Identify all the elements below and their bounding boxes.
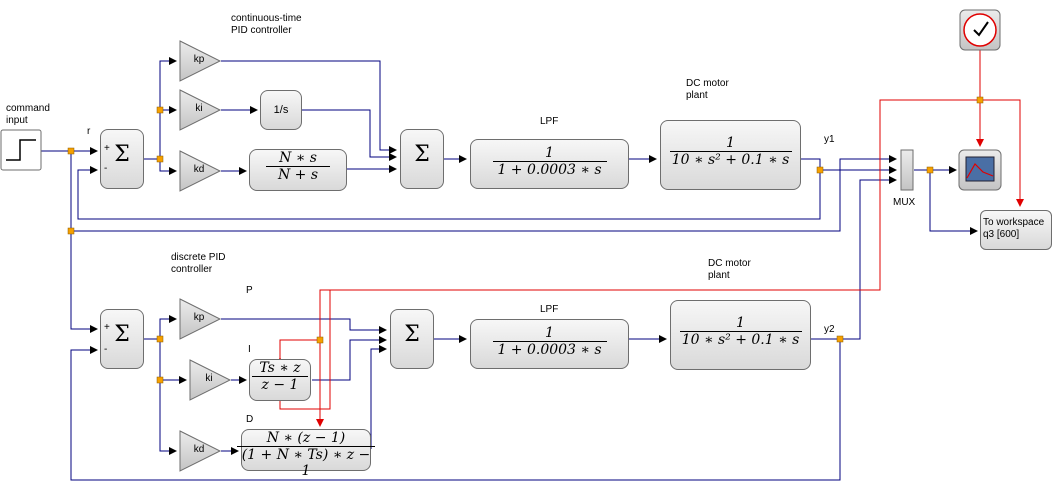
gain-ki-bottom-text: ki xyxy=(205,373,213,384)
gain-kd-top[interactable] xyxy=(179,150,222,192)
discrete-derivative-block[interactable] xyxy=(241,429,371,471)
lpf-bottom-label: LPF xyxy=(540,304,559,315)
sum-block-top-pid[interactable] xyxy=(400,129,444,189)
command-input-label: command input xyxy=(6,103,50,126)
continuous-pid-title: continuous-time PID controller xyxy=(231,13,302,36)
discrete-integrator-block[interactable] xyxy=(249,359,311,401)
lpf-numerator: 1 xyxy=(545,145,554,161)
minus-sign: - xyxy=(104,344,108,355)
derivative-denominator: N + s xyxy=(266,166,330,183)
scope-icon xyxy=(966,163,994,179)
sum-symbol: Σ xyxy=(404,322,420,347)
integrator-block[interactable] xyxy=(260,90,302,130)
lpf-numerator: 1 xyxy=(545,325,554,341)
clock-icon xyxy=(973,21,989,37)
to-workspace-block[interactable] xyxy=(980,210,1052,250)
plant-numerator: 1 xyxy=(726,135,735,151)
step-block[interactable] xyxy=(0,129,42,171)
derivative-block[interactable] xyxy=(249,149,347,191)
discrete-derivative-tf: N ∗ (z − 1) (1 + N ∗ Ts) ∗ z − 1 xyxy=(236,430,376,479)
d-label: D xyxy=(246,414,254,425)
plus-sign: + xyxy=(104,143,110,154)
dc-motor-top-label: DC motor plant xyxy=(686,78,729,101)
sum-symbol: Σ xyxy=(114,322,130,347)
y1-label: y1 xyxy=(824,134,835,145)
lpf-top-label: LPF xyxy=(540,116,559,127)
gain-kp-bottom[interactable] xyxy=(179,298,222,340)
lpf-denominator: 1 + 0.0003 ∗ s xyxy=(492,341,607,358)
split-points xyxy=(67,96,984,384)
plant-tf-top: 1 10 ∗ s² + 0.1 ∗ s xyxy=(660,135,801,168)
gain-triangles xyxy=(179,40,232,472)
gain-kp-top[interactable] xyxy=(179,40,222,82)
minus-sign: - xyxy=(104,163,108,174)
r-label: r xyxy=(87,126,91,137)
discrete-derivative-denominator: (1 + N ∗ Ts) ∗ z − 1 xyxy=(237,446,375,479)
plant-tf-bottom: 1 10 ∗ s² + 0.1 ∗ s xyxy=(670,315,811,348)
discrete-integrator-tf: Ts ∗ z z − 1 xyxy=(249,360,311,393)
mux-label: MUX xyxy=(893,197,916,208)
gain-ki-top-text: ki xyxy=(195,103,203,114)
lpf-tf-top: 1 1 + 0.0003 ∗ s xyxy=(470,145,629,178)
plant-denominator: 10 ∗ s² + 0.1 ∗ s xyxy=(679,331,802,348)
to-workspace-text: To workspace q3 [600] xyxy=(983,217,1045,240)
integrator-text: 1/s xyxy=(273,104,289,116)
gain-kd-bottom[interactable] xyxy=(179,430,222,472)
clock-block[interactable] xyxy=(959,9,1001,51)
dc-motor-block-top[interactable] xyxy=(660,120,801,190)
discrete-integrator-numerator: Ts ∗ z xyxy=(259,360,301,376)
discrete-pid-title: discrete PID controller xyxy=(171,252,226,275)
sum-block-bottom-error[interactable] xyxy=(100,309,144,369)
gain-ki-bottom[interactable] xyxy=(189,359,232,401)
dc-motor-bottom-label: DC motor plant xyxy=(708,258,751,281)
y2-label: y2 xyxy=(824,324,835,335)
derivative-numerator: N ∗ s xyxy=(279,150,317,166)
sum-symbol: Σ xyxy=(114,142,130,167)
discrete-integrator-denominator: z − 1 xyxy=(252,376,308,393)
scope-block[interactable] xyxy=(958,149,1002,191)
lpf-denominator: 1 + 0.0003 ∗ s xyxy=(492,161,607,178)
discrete-derivative-numerator: N ∗ (z − 1) xyxy=(266,430,346,446)
mux-block[interactable] xyxy=(900,149,914,191)
sum-block-bottom-pid[interactable] xyxy=(390,309,434,369)
event-links xyxy=(276,49,1024,427)
p-label: P xyxy=(246,285,253,296)
lpf-tf-bottom: 1 1 + 0.0003 ∗ s xyxy=(470,325,629,358)
gain-kp-bottom-text: kp xyxy=(193,312,205,323)
gain-ki-top[interactable] xyxy=(179,89,222,131)
gain-kd-top-text: kd xyxy=(193,164,205,175)
plus-sign: + xyxy=(104,322,110,333)
signal-links xyxy=(41,57,978,481)
plant-denominator: 10 ∗ s² + 0.1 ∗ s xyxy=(669,151,792,168)
gain-kp-top-text: kp xyxy=(193,54,205,65)
lpf-block-top[interactable] xyxy=(470,139,629,189)
sum-block-top-error[interactable] xyxy=(100,129,144,189)
gain-kd-bottom-text: kd xyxy=(193,444,205,455)
plant-numerator: 1 xyxy=(736,315,745,331)
sum-symbol: Σ xyxy=(414,142,430,167)
derivative-tf: N ∗ s N + s xyxy=(249,150,347,183)
i-label: I xyxy=(248,344,251,355)
dc-motor-block-bottom[interactable] xyxy=(670,300,811,370)
lpf-block-bottom[interactable] xyxy=(470,319,629,369)
